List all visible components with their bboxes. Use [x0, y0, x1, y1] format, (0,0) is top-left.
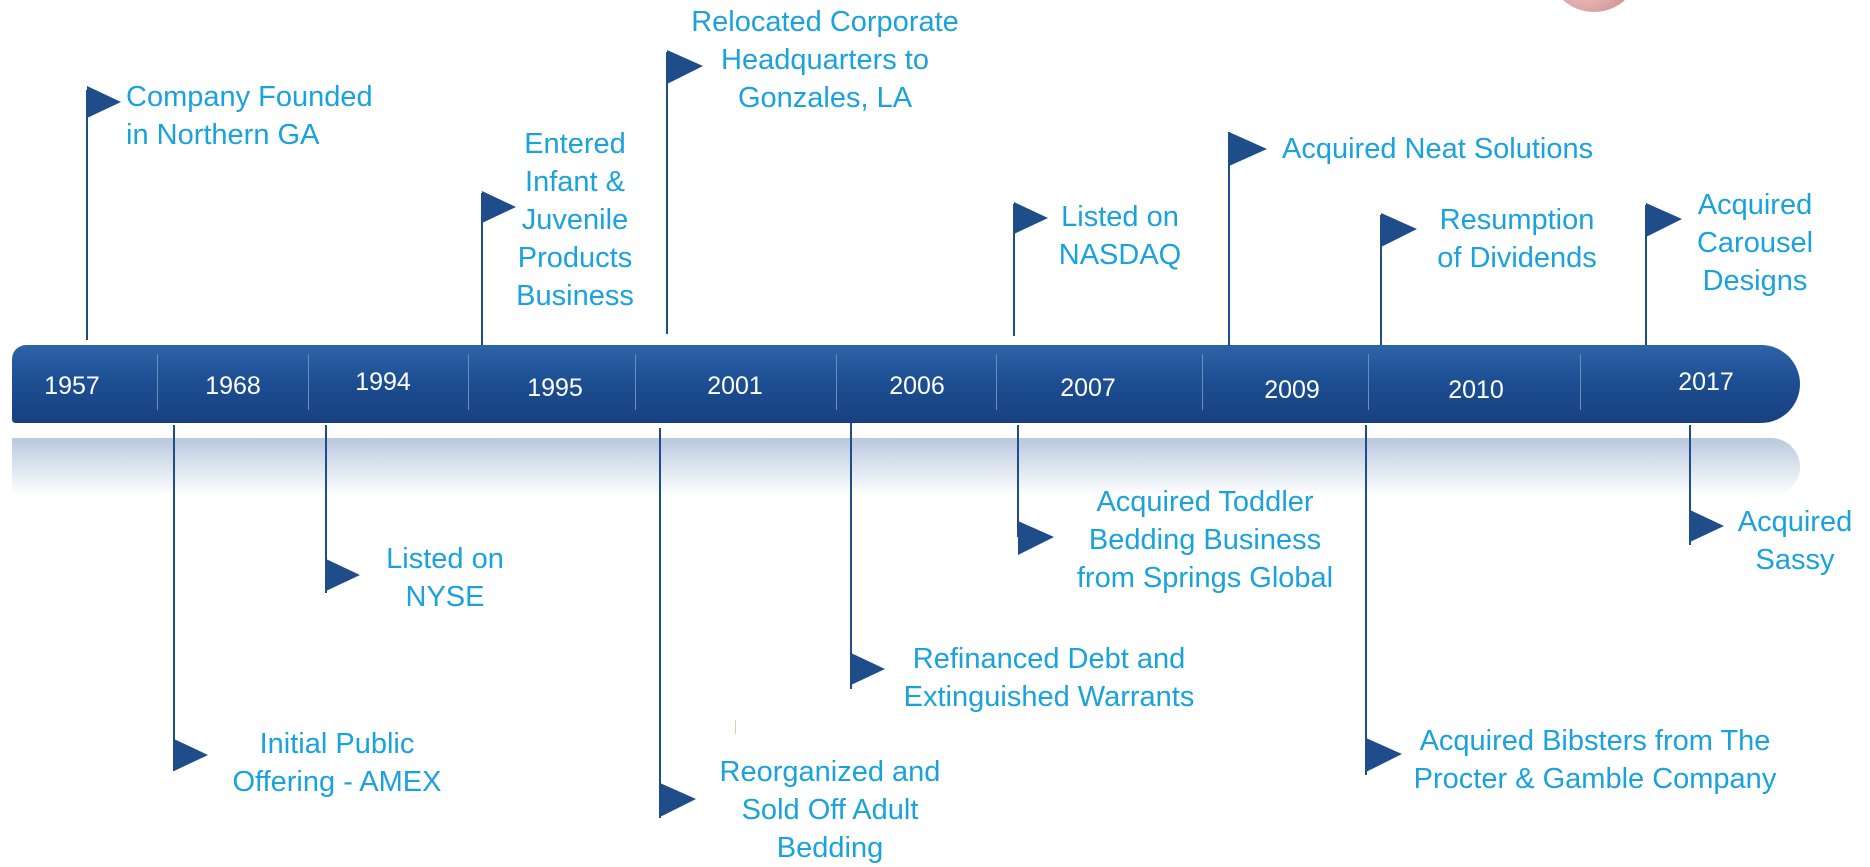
flag-marker-icon	[1014, 202, 1048, 234]
event-toddler-bedding: Acquired Toddler Bedding Business from S…	[1076, 486, 1334, 594]
flag-marker-icon	[851, 653, 885, 685]
flag-marker-icon	[1229, 132, 1267, 166]
flag-pole	[481, 193, 483, 345]
timeline-reflection	[12, 438, 1800, 496]
flag-marker-icon	[1018, 521, 1054, 555]
year-label-2010: 2010	[1448, 376, 1504, 404]
year-label-2007: 2007	[1060, 374, 1116, 402]
year-separator	[468, 354, 469, 410]
flag-pole	[1017, 425, 1019, 537]
event-listed-nyse: Listed on NYSE	[386, 543, 504, 613]
flag-marker-icon	[174, 739, 208, 771]
event-sassy: Acquired Sassy	[1737, 506, 1853, 576]
event-carousel-designs: Acquired Carousel Designs	[1696, 189, 1814, 297]
flag-marker-icon	[660, 783, 696, 817]
year-label-1968: 1968	[205, 372, 261, 400]
year-label-2009: 2009	[1264, 376, 1320, 404]
event-infant-juvenile: Entered Infant & Juvenile Products Busin…	[516, 128, 634, 312]
event-relocated-hq: Relocated Corporate Headquarters to Gonz…	[691, 6, 959, 114]
year-separator	[308, 354, 309, 410]
year-label-2017: 2017	[1678, 368, 1734, 396]
flag-pole	[86, 90, 88, 340]
event-dividends: Resumption of Dividends	[1437, 204, 1597, 274]
flag-pole	[666, 52, 668, 334]
flag-pole	[659, 428, 661, 818]
flag-pole	[1689, 425, 1691, 545]
flag-marker-icon	[1381, 213, 1417, 247]
flag-pole	[1365, 425, 1367, 775]
year-separator	[996, 354, 997, 410]
flag-pole	[1013, 204, 1015, 336]
flag-pole	[1228, 132, 1230, 346]
flag-pole	[325, 425, 327, 593]
event-bibsters: Acquired Bibsters from The Procter & Gam…	[1413, 725, 1777, 795]
event-reorganized-adult-bedding: Reorganized and Sold Off Adult Bedding	[719, 756, 941, 864]
year-separator	[836, 354, 837, 410]
event-company-founded: Company Founded in Northern GA	[126, 81, 373, 151]
flag-pole	[1645, 205, 1647, 345]
year-separator	[635, 354, 636, 410]
flag-marker-icon	[667, 50, 703, 84]
flag-pole	[1380, 215, 1382, 345]
year-separator	[1580, 354, 1581, 410]
stray-mark	[735, 720, 736, 734]
logo-graphic	[1548, 0, 1640, 12]
event-ipo-amex: Initial Public Offering - AMEX	[232, 728, 442, 798]
event-neat-solutions: Acquired Neat Solutions	[1282, 133, 1594, 165]
year-separator	[1202, 354, 1203, 410]
flag-marker-icon	[1690, 510, 1724, 542]
year-label-1994: 1994	[355, 368, 411, 396]
year-separator	[157, 354, 158, 410]
timeline-band	[12, 345, 1800, 423]
flag-pole	[173, 425, 175, 771]
flag-marker-icon	[326, 559, 360, 591]
year-label-1957: 1957	[44, 372, 100, 400]
event-refinanced-debt: Refinanced Debt and Extinguished Warrant…	[903, 643, 1195, 713]
year-separator	[1368, 354, 1369, 410]
year-label-1995: 1995	[527, 374, 583, 402]
event-listed-nasdaq: Listed on NASDAQ	[1058, 201, 1182, 271]
flag-marker-icon	[1366, 738, 1402, 772]
flag-marker-icon	[482, 191, 516, 223]
flag-marker-icon	[1646, 203, 1682, 237]
year-label-2006: 2006	[889, 372, 945, 400]
flag-pole	[850, 423, 852, 689]
year-label-2001: 2001	[707, 372, 763, 400]
flag-marker-icon	[87, 86, 121, 118]
